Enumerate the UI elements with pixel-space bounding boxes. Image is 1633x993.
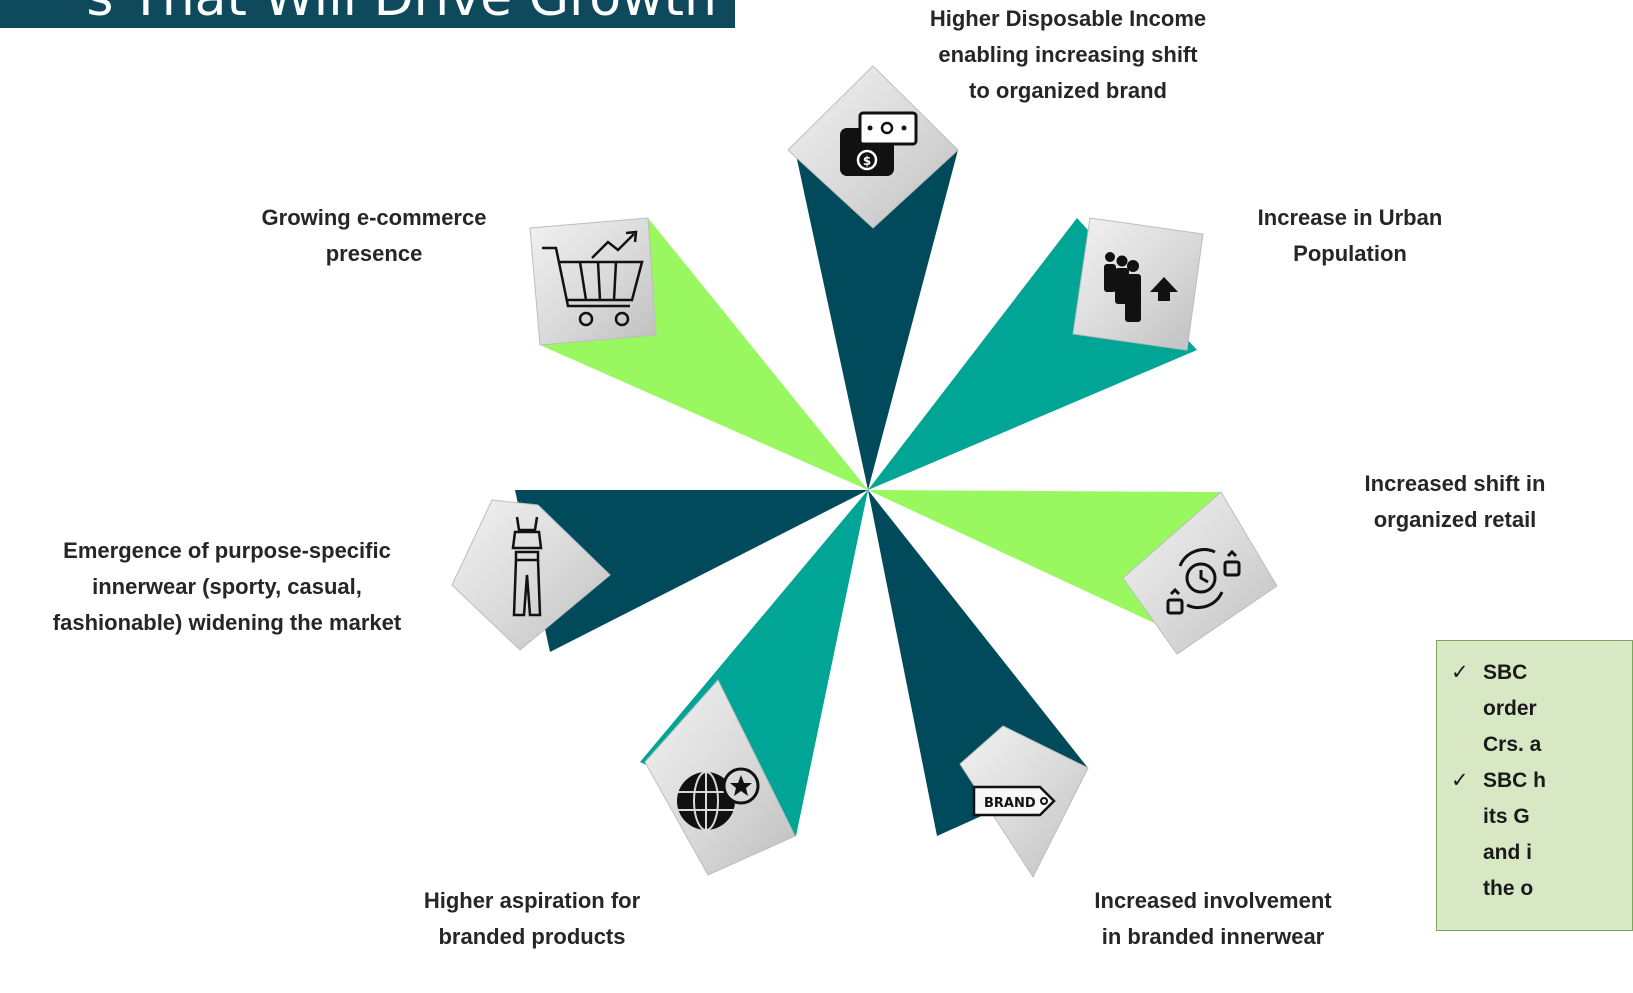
- tile-urban-population: [1072, 217, 1204, 351]
- retail-cycle-icon: [1166, 548, 1241, 615]
- spike-left: [515, 490, 868, 652]
- title-bar: s That Will Drive Growth: [0, 0, 735, 28]
- page-title: s That Will Drive Growth: [86, 0, 717, 24]
- tile-purpose-innerwear: [451, 499, 611, 651]
- tile-disposable-income: $: [787, 65, 959, 229]
- spike-top: [795, 150, 958, 490]
- info-item: ✓ SBC order Crs. a: [1451, 655, 1632, 763]
- checkmark-icon: ✓: [1451, 769, 1469, 792]
- wallet-cash-icon: $: [840, 111, 918, 176]
- population-growth-icon: [1104, 252, 1178, 322]
- globe-star-icon: [677, 767, 760, 831]
- tile-ecommerce: [529, 217, 657, 346]
- tile-organized-retail: [1122, 491, 1278, 655]
- svg-text:$: $: [863, 154, 871, 168]
- tile-branded-innerwear: BRAND: [959, 725, 1089, 879]
- spike-right: [868, 490, 1221, 628]
- shopping-cart-growth-icon: [542, 230, 644, 327]
- info-item: ✓ SBC h its G and i the o: [1451, 763, 1632, 907]
- brand-tag-icon: BRAND: [972, 785, 1056, 817]
- info-box: ✓ SBC order Crs. a ✓ SBC h its G and i t…: [1436, 640, 1633, 931]
- svg-text:BRAND: BRAND: [984, 796, 1036, 811]
- sportswear-icon: [511, 516, 543, 617]
- tile-branded-aspiration: [644, 679, 796, 876]
- checkmark-icon: ✓: [1451, 661, 1469, 684]
